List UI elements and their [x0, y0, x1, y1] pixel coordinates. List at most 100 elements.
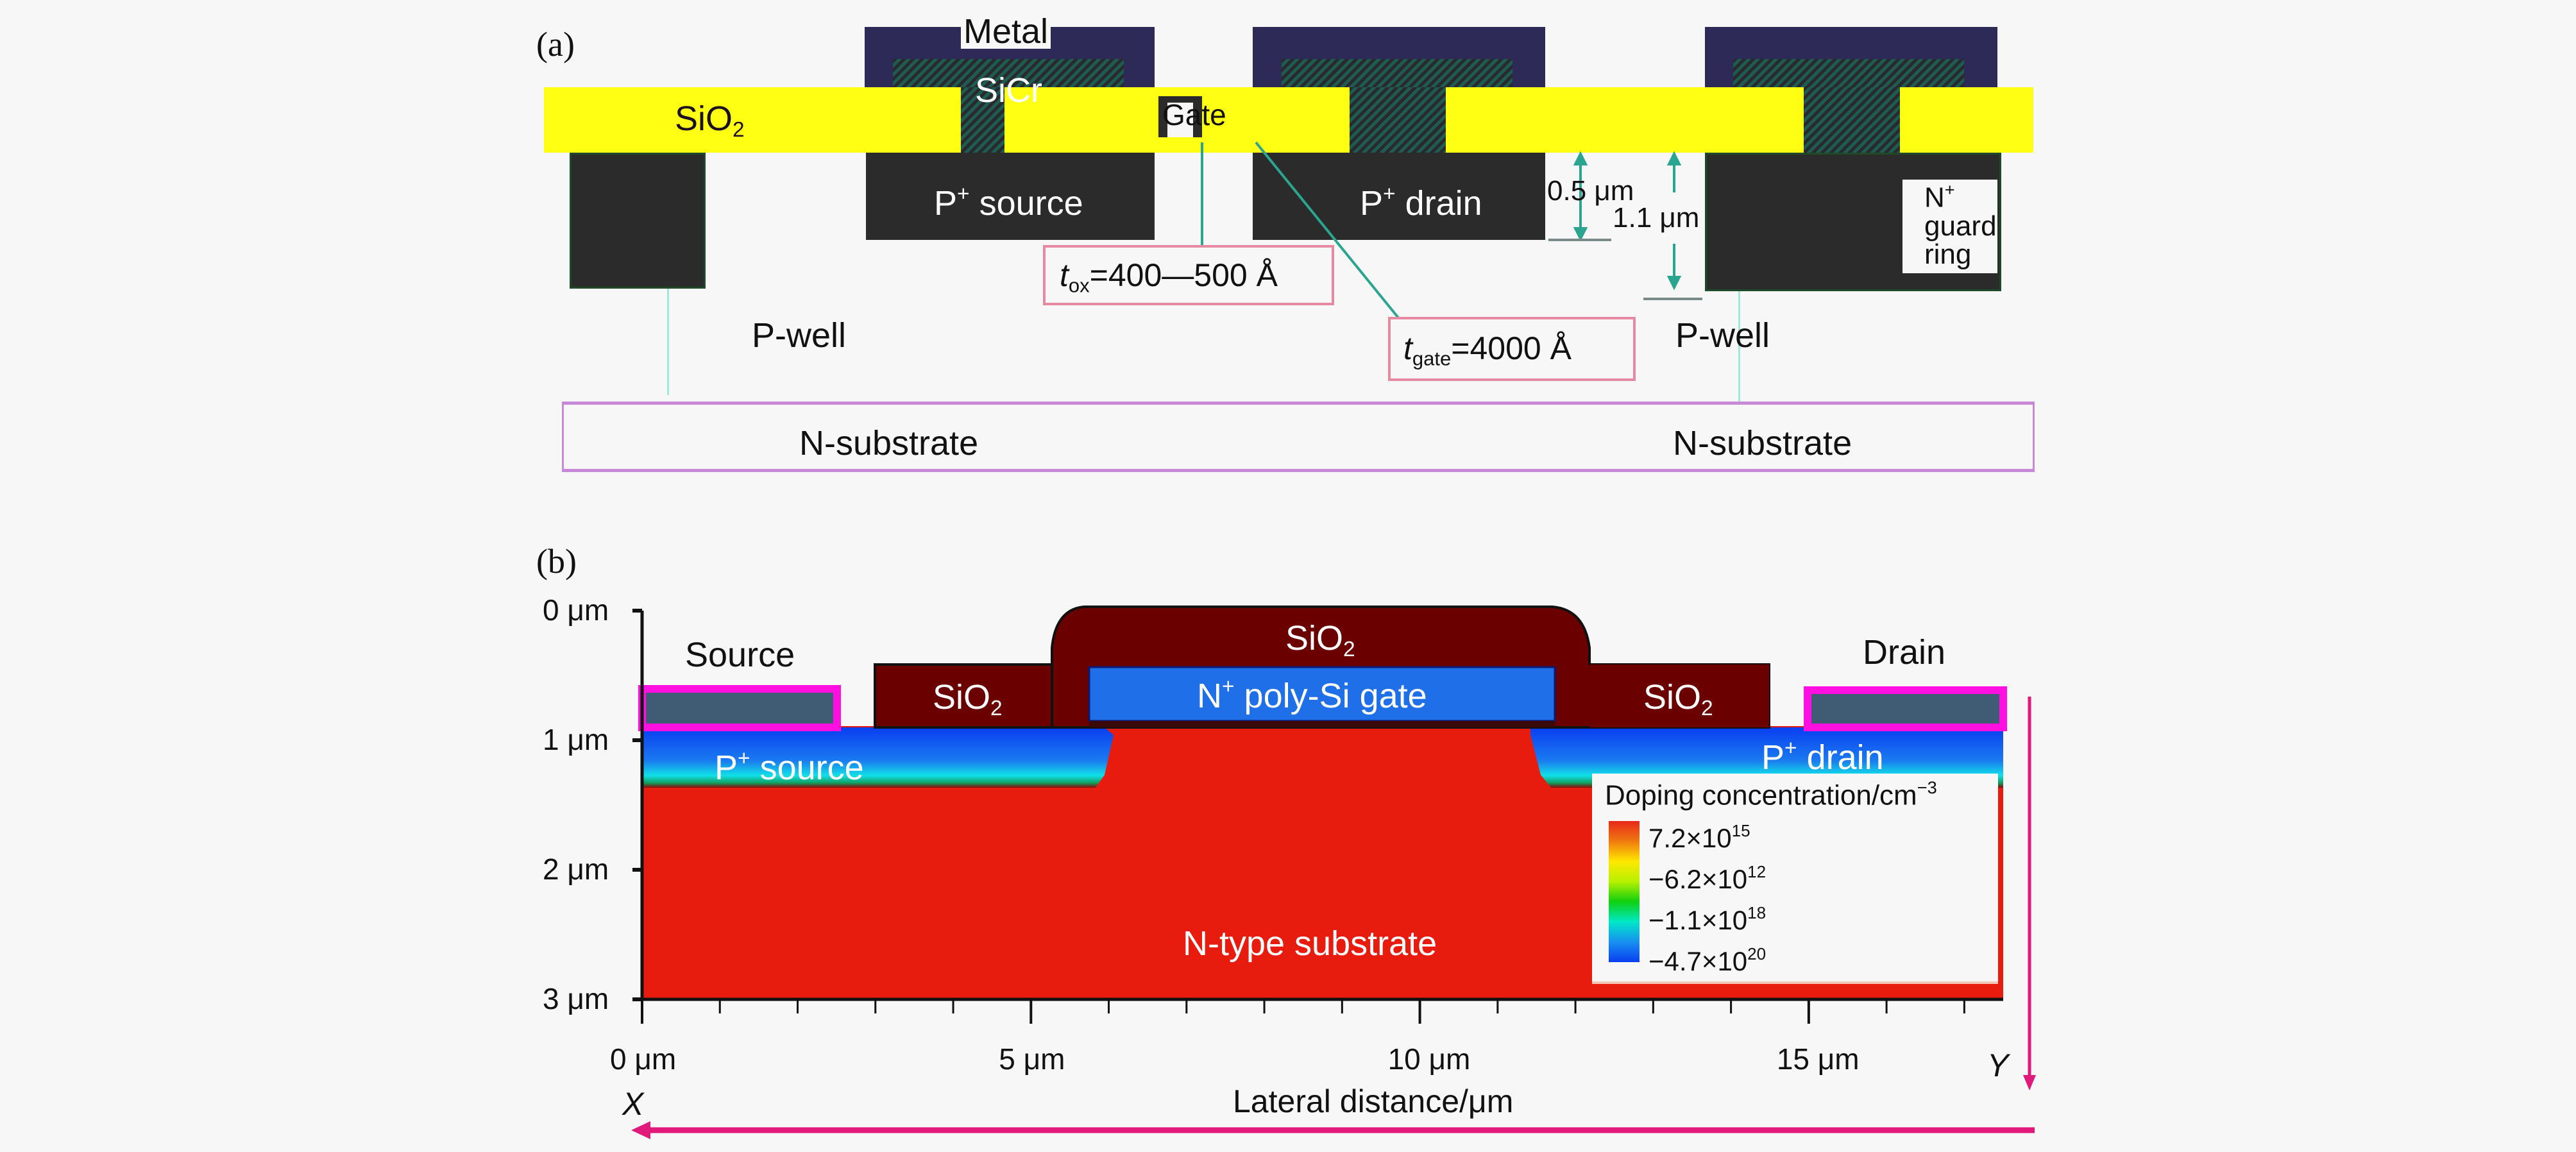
p-plus-source-region [866, 153, 1155, 240]
sicr-drain-top [1282, 59, 1513, 87]
pdrain-sup: + [1784, 736, 1797, 760]
y-axis-ticks [632, 609, 642, 1001]
tox-value: =400—500 Å [1089, 257, 1278, 293]
p-plus-source-label-b: P+ source [715, 748, 864, 785]
dim-11-arrow-bottom [1666, 276, 1682, 291]
y-tick-label: 2 μm [543, 852, 609, 886]
x-axis-title: Lateral distance/μm [1233, 1083, 1514, 1119]
p-well-label-right: P-well [1675, 316, 1770, 355]
gate-sup: + [1222, 675, 1235, 699]
legend-entry-exponent: 18 [1747, 903, 1767, 922]
legend-entry-mantissa: 7.2×10 [1648, 822, 1732, 853]
legend-entry-mantissa: −1.1×10 [1648, 904, 1748, 935]
sicr-label: SiCr [975, 71, 1042, 110]
sio2-center-text: SiO [1285, 619, 1344, 657]
tgate-leader [1255, 141, 1412, 335]
legend-color-bar [1609, 821, 1640, 962]
p-plus-drain-label-sup: + [1383, 182, 1396, 206]
y-tick-label: 3 μm [543, 982, 609, 1015]
legend-entry: −4.7×1020 [1648, 945, 1766, 975]
y-tick-label: 0 μm [543, 593, 609, 627]
sio2-label: SiO2 [675, 101, 745, 141]
sicr-guard-via [1804, 87, 1900, 153]
n-type-substrate-label: N-type substrate [1183, 924, 1437, 963]
tgate-callout: tgate=4000 Å [1388, 317, 1636, 381]
sio2-label-sub: 2 [733, 118, 745, 142]
legend-entry-mantissa: −4.7×10 [1648, 945, 1748, 976]
sio2-left-sub: 2 [990, 697, 1003, 721]
gate-n: N [1197, 676, 1222, 715]
sio2-right-sub: 2 [1701, 697, 1713, 721]
guard-ring-label-guard: guard [1924, 210, 1997, 242]
sicr-drain-via [1350, 87, 1446, 153]
x-direction-arrowhead [631, 1121, 650, 1139]
p-plus-source-label-sup: + [957, 182, 970, 206]
x-tick-label: 0 μm [610, 1042, 677, 1076]
p-plus-drain-label-b: P+ drain [1761, 738, 1884, 775]
legend-title: Doping concentration/cm−3 [1605, 779, 1937, 810]
p-plus-drain-region [1253, 153, 1545, 240]
legend-title-sup: −3 [1917, 777, 1937, 797]
tgate-value: =4000 Å [1451, 330, 1572, 366]
tox-callout: tox=400—500 Å [1043, 245, 1334, 305]
tox-sub: ox [1068, 274, 1090, 297]
guard-ring-sup: + [1944, 180, 1955, 199]
legend-entry: −6.2×1012 [1648, 863, 1766, 893]
x-tick-label: 10 μm [1387, 1042, 1471, 1076]
y-direction-arrowhead [2023, 1075, 2036, 1090]
guard-ring-label: N+ guard ring [1924, 181, 1997, 269]
gate-post: poly-Si gate [1234, 676, 1427, 715]
legend-entry: −1.1×1018 [1648, 904, 1766, 934]
source-contact [638, 685, 841, 731]
x-axis-ticks [641, 999, 1965, 1024]
tgate-sub: gate [1412, 347, 1452, 370]
tox-callout-text: tox=400—500 Å [1060, 259, 1278, 295]
tgate-t: t [1403, 330, 1412, 366]
x-tick-label: 5 μm [999, 1042, 1065, 1076]
doping-legend: Doping concentration/cm−3 7.2×1015 −6.2×1… [1592, 774, 1998, 984]
p-plus-source-label-post: source [969, 183, 1083, 223]
x-tick-label: 15 μm [1776, 1042, 1860, 1076]
tgate-callout-text: tgate=4000 Å [1403, 332, 1572, 368]
sio2-right-text: SiO [1643, 678, 1702, 716]
p-plus-drain-label-post: drain [1395, 183, 1482, 223]
dim-05-label: 0.5 μm [1547, 175, 1634, 207]
y-direction-label: Y [1987, 1047, 2009, 1083]
drain-contact-label: Drain [1863, 633, 1946, 672]
sio2-layer [544, 87, 2033, 153]
n-plus-poly-gate-region [1088, 666, 1556, 722]
sio2-center-sub: 2 [1343, 638, 1355, 662]
sio2-left-label: SiO2 [933, 680, 1003, 720]
p-plus-drain-region [1530, 727, 2003, 788]
p-plus-source-label-p: P [934, 183, 958, 223]
x-direction-label: X [622, 1086, 644, 1122]
gate-label: Gate [1162, 98, 1226, 131]
sicr-source-via [961, 87, 1004, 153]
legend-entry: 7.2×1015 [1648, 822, 1750, 852]
panel-a-label: (a) [536, 25, 575, 64]
sicr-guard-top [1733, 59, 1964, 87]
n-substrate-label-right: N-substrate [1673, 424, 1852, 462]
y-tick-label: 1 μm [543, 723, 609, 756]
dim-05-arrow-bottom [1573, 227, 1588, 242]
psource-p: P [715, 748, 738, 787]
guard-ring-label-ring: ring [1924, 238, 1972, 270]
n-plus-poly-gate-label: N+ poly-Si gate [1197, 676, 1427, 713]
dim-11-label: 1.1 μm [1613, 202, 1700, 233]
pdrain-p: P [1761, 738, 1785, 777]
guard-ring-label-n: N+ [1924, 181, 1997, 212]
legend-entry-exponent: 12 [1747, 862, 1767, 881]
sio2-left-text: SiO [933, 678, 991, 716]
guard-ring-n: N [1924, 182, 1945, 214]
p-plus-source-label: P+ source [934, 183, 1083, 221]
dim-11-arrow-top [1666, 151, 1682, 165]
psource-sup: + [738, 747, 750, 770]
legend-entry-exponent: 20 [1747, 944, 1767, 963]
gate-oxide [1089, 721, 1555, 727]
n-substrate-label-left: N-substrate [799, 424, 979, 462]
source-contact-label: Source [685, 636, 795, 674]
left-implant [570, 153, 706, 289]
pdrain-post: drain [1797, 738, 1884, 777]
p-plus-drain-label: P+ drain [1360, 183, 1482, 221]
